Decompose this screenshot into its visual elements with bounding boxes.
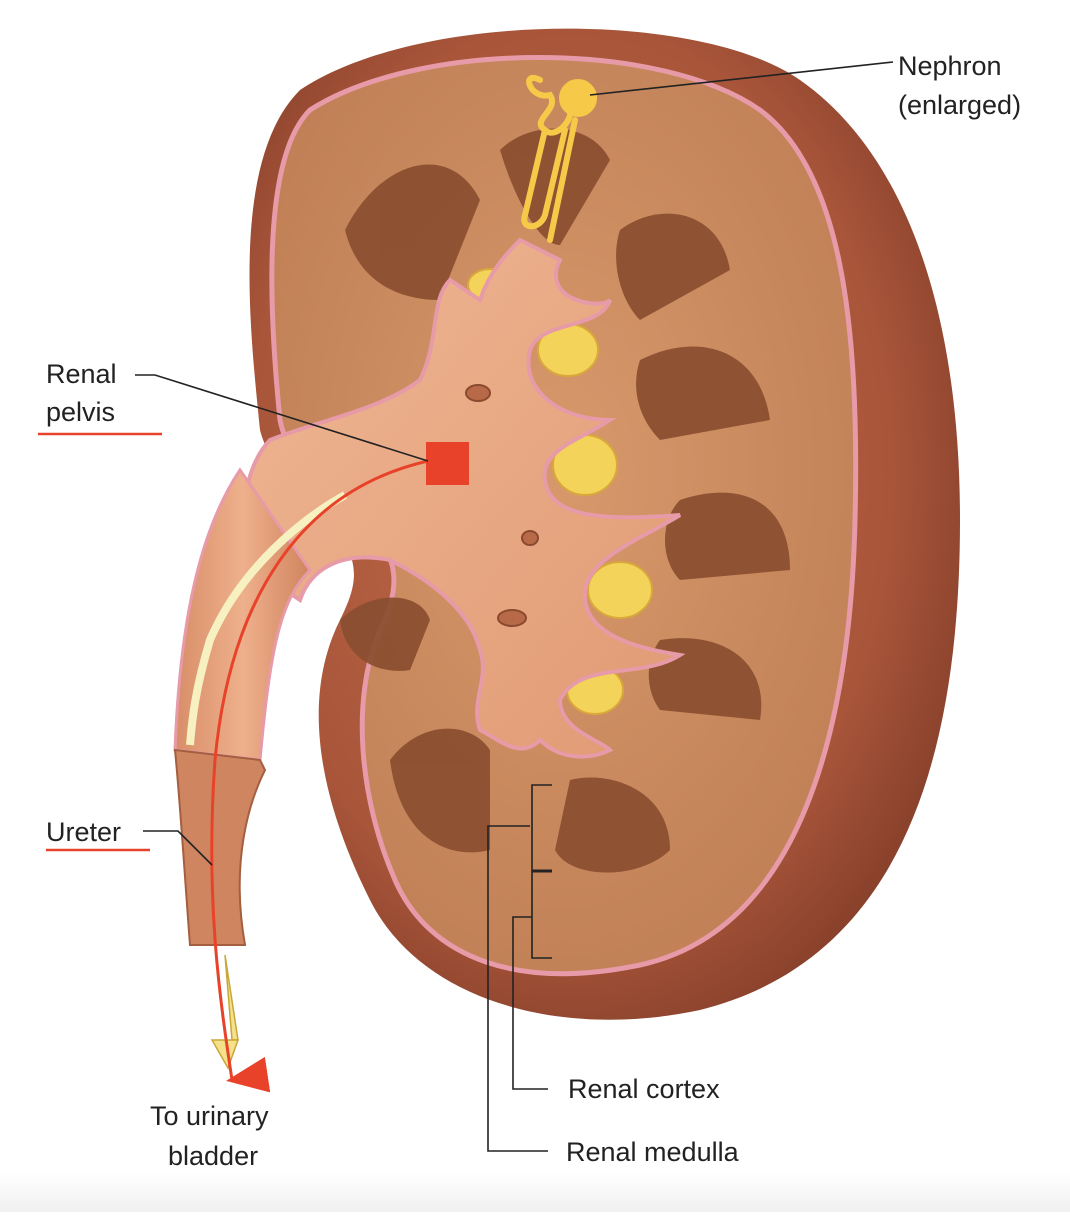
vessel-opening bbox=[497, 609, 527, 627]
renal-pelvis-marker bbox=[426, 442, 469, 485]
nephron-label-line2: (enlarged) bbox=[898, 90, 1022, 120]
collecting-duct bbox=[547, 117, 578, 243]
urine-drip bbox=[224, 954, 239, 1041]
ureter-leader bbox=[143, 830, 213, 866]
nephron-label-line1: Nephron bbox=[898, 51, 1002, 81]
pyramid bbox=[345, 164, 480, 300]
renal-cortex-label: Renal cortex bbox=[568, 1074, 720, 1104]
vessel-openings bbox=[465, 384, 539, 627]
pyramid bbox=[636, 346, 770, 440]
bladder-label-line1: To urinary bbox=[150, 1101, 269, 1131]
renal-medulla-pyramids bbox=[340, 128, 790, 873]
renal-pelvis-region bbox=[237, 237, 686, 759]
fat-pocket bbox=[587, 561, 653, 619]
pyramid bbox=[665, 492, 790, 580]
loop-of-henle bbox=[521, 127, 568, 230]
nephron-tubule bbox=[526, 75, 574, 136]
ureter-lumen-highlight bbox=[186, 491, 347, 746]
renal-medulla-label: Renal medulla bbox=[566, 1137, 739, 1167]
nephron-leader bbox=[589, 61, 894, 96]
renal-pelvis-label-line2: pelvis bbox=[46, 397, 116, 427]
ureter-label: Ureter bbox=[46, 817, 122, 847]
pyramid bbox=[500, 128, 610, 245]
pyramid bbox=[390, 728, 490, 853]
pyramid bbox=[555, 777, 670, 873]
nephron-illustration bbox=[521, 75, 597, 243]
urine-drop bbox=[210, 1039, 240, 1070]
bottom-edge bbox=[0, 1172, 1070, 1212]
pyramid bbox=[340, 597, 430, 671]
renal-pelvis-label-line1: Renal bbox=[46, 359, 117, 389]
leader-lines bbox=[135, 61, 894, 1152]
urine-flow-arrow bbox=[210, 459, 429, 1093]
ureter-cut-end bbox=[173, 748, 267, 946]
vessel-opening bbox=[465, 384, 491, 402]
glomerulus bbox=[559, 79, 597, 117]
renal-pelvis-leader bbox=[135, 374, 429, 462]
vessel-opening bbox=[521, 530, 539, 546]
renal-medulla-leader bbox=[487, 825, 548, 1152]
bladder-label-line2: bladder bbox=[168, 1141, 259, 1171]
renal-cortex-leader bbox=[512, 916, 548, 1090]
pyramid bbox=[616, 213, 730, 320]
